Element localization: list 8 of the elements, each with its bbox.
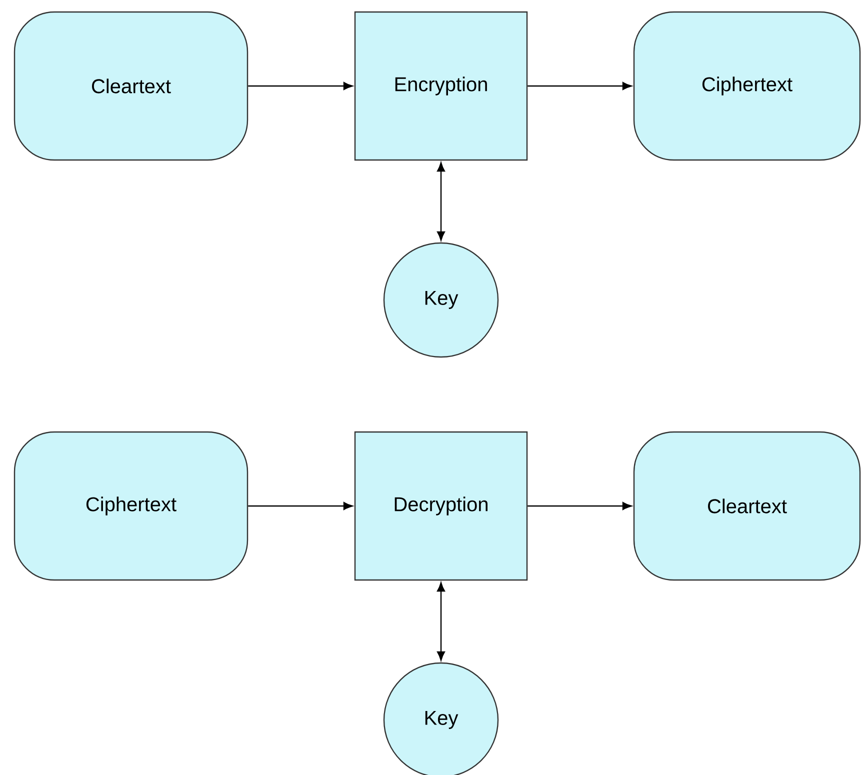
arrow [248,82,353,90]
arrow [528,502,632,510]
arrow [437,162,446,241]
arrow [248,502,353,510]
process-box: Encryption [354,11,528,161]
arrow [528,82,632,90]
process-box: Decryption [354,431,528,581]
arrow [437,582,446,661]
